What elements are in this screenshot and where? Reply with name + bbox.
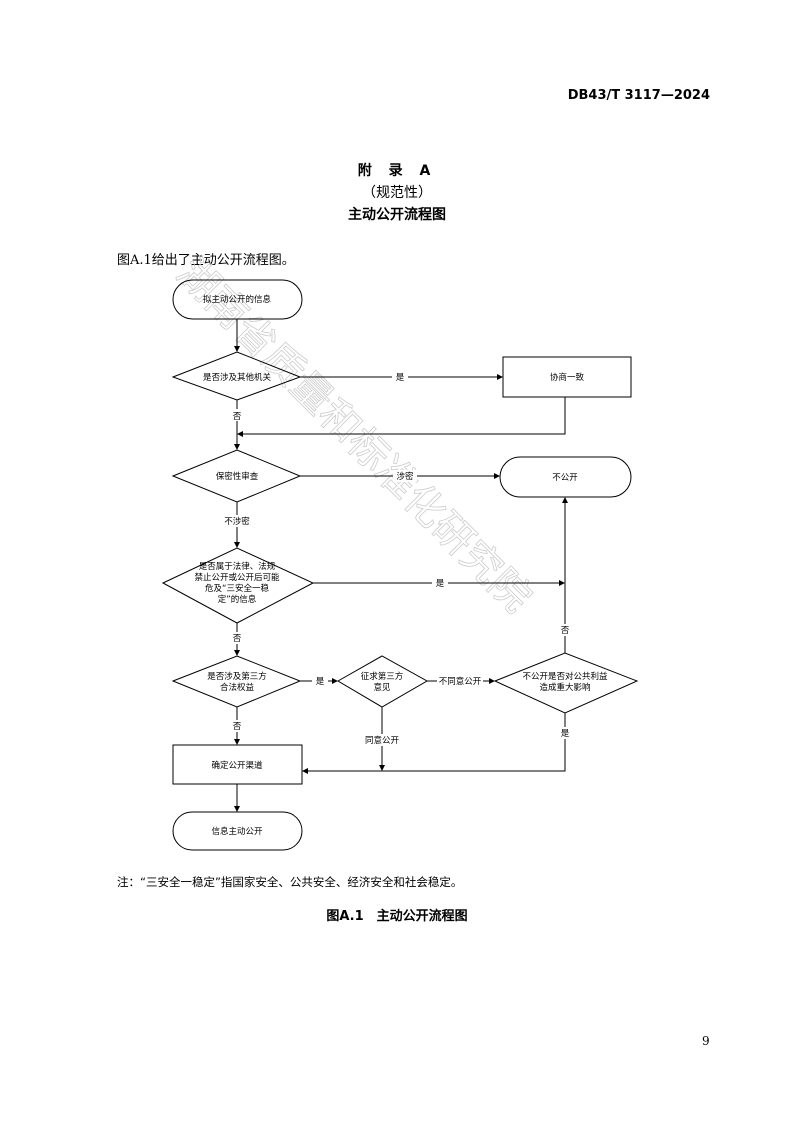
d3-line: 危及“三安全一稳 xyxy=(205,583,269,594)
d6-line: 造成重大影响 xyxy=(539,682,590,693)
appendix-name: 主动公开流程图 xyxy=(348,207,446,223)
decision-public-interest xyxy=(493,652,639,714)
standard-number: DB43/T 3117—2024 xyxy=(567,88,710,103)
end-terminal xyxy=(172,811,303,851)
figure-note: 注：“三安全一稳定”指国家安全、公共安全、经济安全和社会稳定。 xyxy=(117,875,463,889)
no-disclose-label: 不公开 xyxy=(552,473,578,483)
d2-label: 保密性审查 xyxy=(216,471,259,482)
figure-caption: 图A.1 主动公开流程图 xyxy=(326,909,468,924)
d3-line: 禁止公开或公开后可能 xyxy=(194,572,280,583)
end-label: 信息主动公开 xyxy=(211,826,263,837)
d5-line: 征求第三方 xyxy=(361,671,404,682)
edge-label-not-secret: 不涉密 xyxy=(224,516,250,527)
edge-label-no: 否 xyxy=(233,722,242,732)
appendix-title: 附 录 A xyxy=(357,163,437,179)
d4-line: 合法权益 xyxy=(220,682,255,693)
page-number: 9 xyxy=(702,1034,710,1048)
start-label: 拟主动公开的信息 xyxy=(203,294,272,305)
intro-paragraph: 图A.1给出了主动公开流程图。 xyxy=(117,253,295,268)
edge-label-secret: 涉密 xyxy=(396,471,414,482)
consult-box xyxy=(502,356,632,398)
edge-label-yes: 是 xyxy=(436,579,445,589)
d4-line: 是否涉及第三方 xyxy=(207,671,267,682)
edge-label-no: 否 xyxy=(233,412,242,422)
d3-line: 定”的信息 xyxy=(218,594,257,605)
edge-label-yes: 是 xyxy=(561,729,570,739)
consult-label: 协商一致 xyxy=(550,372,585,383)
d3-line: 是否属于法律、法规 xyxy=(199,561,276,572)
channel-label: 确定公开渠道 xyxy=(211,760,263,771)
d6-line: 不公开是否对公共利益 xyxy=(522,671,608,682)
edge-label-disagree: 不同意公开 xyxy=(439,676,482,687)
edge-label-yes: 是 xyxy=(316,677,325,687)
appendix-type: （规范性） xyxy=(362,185,432,201)
edge-label-yes: 是 xyxy=(396,373,405,383)
edge-label-agree: 同意公开 xyxy=(365,735,400,746)
edge-label-no: 否 xyxy=(561,626,570,636)
d1-label: 是否涉及其他机关 xyxy=(203,372,272,383)
edge-label-no: 否 xyxy=(233,634,242,644)
d5-line: 意见 xyxy=(373,682,391,693)
